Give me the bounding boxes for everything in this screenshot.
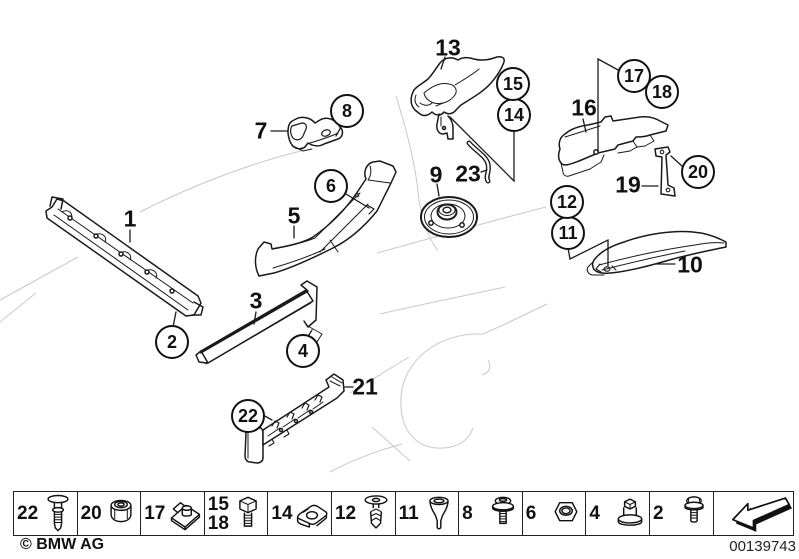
document-number: 00139743 [729, 538, 796, 555]
legend-label: 14 [271, 503, 293, 524]
part-callout-2[interactable]: 2 [155, 325, 189, 359]
part-callout-18[interactable]: 18 [645, 75, 679, 109]
car-outline-sketch [0, 95, 548, 473]
part-5-shape [254, 160, 397, 277]
legend-cell-22[interactable]: 22 [14, 492, 78, 535]
leader-lines [129, 56, 684, 421]
sheet-metal-nut-icon [294, 493, 330, 534]
legend-cell-11[interactable]: 11 [396, 492, 460, 535]
lock-nut-icon [103, 493, 139, 534]
legend-cell-arrow[interactable] [714, 492, 793, 535]
part-shapes [45, 56, 727, 464]
legend-cell-2[interactable]: 2 [650, 492, 714, 535]
part-callout-4[interactable]: 4 [286, 334, 320, 368]
part-callout-14[interactable]: 14 [497, 98, 531, 132]
push-rivet-icon [358, 493, 394, 534]
legend-cell-6[interactable]: 6 [523, 492, 587, 535]
legend-label: 20 [80, 503, 102, 524]
legend-cell-17[interactable]: 17 [141, 492, 205, 535]
legend-label: 8 [462, 503, 473, 524]
part-16-shape [557, 115, 669, 177]
legend-cell-14[interactable]: 14 [268, 492, 332, 535]
legend-label: 11 [398, 503, 419, 524]
hex-nut-icon [548, 493, 584, 534]
part-label-10[interactable]: 10 [677, 251, 703, 278]
blind-rivet-icon [40, 493, 76, 534]
clamp-icon [167, 493, 203, 534]
part-callout-6[interactable]: 6 [314, 169, 348, 203]
part-callout-11[interactable]: 11 [551, 216, 585, 250]
legend-label: 4 [589, 503, 600, 524]
part-label-7[interactable]: 7 [254, 117, 268, 144]
part-callout-20[interactable]: 20 [681, 155, 715, 189]
legend-cell-12[interactable]: 12 [332, 492, 396, 535]
part-callout-12[interactable]: 12 [550, 185, 584, 219]
part-23-shape [466, 140, 491, 184]
part-label-21[interactable]: 21 [352, 373, 378, 400]
legend-label: 2 [652, 503, 664, 524]
legend-cell-20[interactable]: 20 [78, 492, 142, 535]
washer-screw-icon [485, 493, 521, 534]
part-label-9[interactable]: 9 [429, 161, 443, 188]
cone-plug-icon [421, 493, 457, 534]
part-callout-15[interactable]: 15 [496, 67, 530, 101]
part-9-shape [420, 196, 478, 238]
part-7-shape [287, 116, 344, 152]
legend-cell-8[interactable]: 8 [459, 492, 523, 535]
part-label-13[interactable]: 13 [435, 34, 461, 61]
bmw-copyright: © BMW AG [20, 536, 105, 553]
part-label-16[interactable]: 16 [571, 94, 597, 121]
legend-label: 6 [525, 503, 537, 524]
part-callout-8[interactable]: 8 [330, 94, 364, 128]
part-label-1[interactable]: 1 [123, 205, 137, 232]
part-21-shape [244, 373, 345, 464]
part-label-23[interactable]: 23 [455, 160, 481, 187]
direction-arrow-icon [730, 495, 792, 533]
part-1-shape [45, 196, 204, 317]
part-callout-22[interactable]: 22 [231, 399, 265, 433]
flange-screw-icon [676, 493, 712, 534]
part-callout-17[interactable]: 17 [617, 59, 651, 93]
legend-cell-4[interactable]: 4 [586, 492, 650, 535]
part-label-19[interactable]: 19 [615, 171, 641, 198]
legend-label: 22 [17, 503, 39, 524]
part-label-5[interactable]: 5 [287, 202, 301, 229]
legend-label: 17 [144, 503, 166, 524]
part-19-shape [654, 146, 676, 197]
legend-label: 12 [334, 503, 357, 524]
part-13-shape [410, 56, 505, 140]
part-10-shape [586, 230, 727, 276]
cap-nut-icon [612, 493, 648, 534]
part-label-3[interactable]: 3 [249, 287, 263, 314]
hex-bolt-icon [230, 493, 266, 534]
